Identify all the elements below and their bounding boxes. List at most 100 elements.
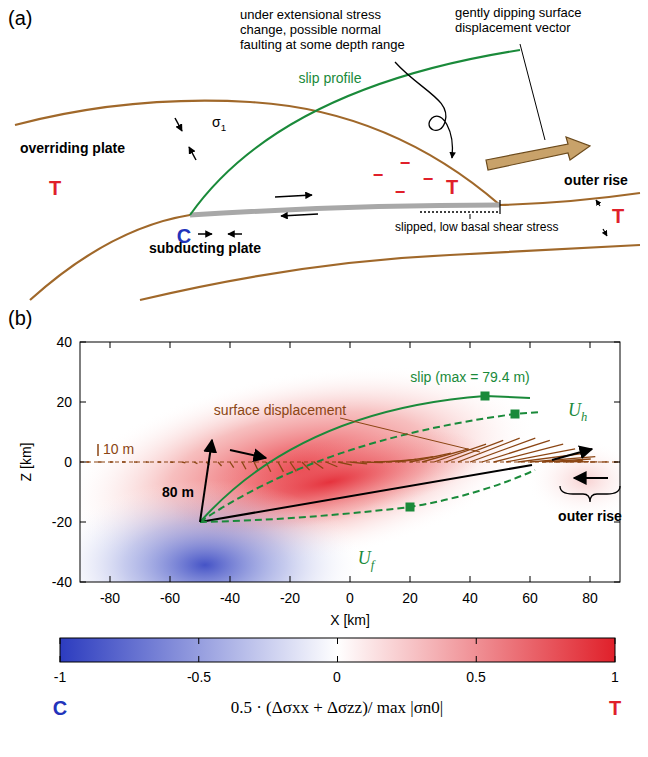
x-tick — [230, 576, 231, 582]
stress-sign: − — [423, 169, 434, 190]
z-tick — [614, 402, 620, 403]
axis-tick-label: 40 — [462, 590, 478, 606]
axis-title: Z [km] — [18, 443, 34, 482]
axis-tick-label: 80 — [582, 590, 598, 606]
colorbar-ticks — [60, 638, 615, 662]
surface-arrow — [230, 450, 266, 458]
tension-mark: T — [49, 177, 61, 200]
stress-sign: − — [400, 153, 411, 174]
tension-mark: T — [446, 176, 458, 199]
x-tick — [170, 342, 171, 348]
leader-line — [520, 44, 545, 140]
displacement-stick — [542, 459, 591, 462]
displacement-stick — [290, 462, 296, 471]
colorbar-tick — [60, 638, 61, 644]
displacement-stick — [218, 462, 222, 466]
displacement-sticks — [86, 438, 618, 472]
x-tick — [590, 576, 591, 582]
displacement-arrow — [486, 137, 590, 170]
z-tick — [80, 522, 86, 523]
displacement-stick — [134, 461, 137, 462]
displacement-stick — [578, 461, 589, 463]
scale-label: 10 m — [103, 441, 134, 457]
x-tick — [350, 576, 351, 582]
brace — [560, 486, 620, 502]
surface-arrow — [552, 449, 592, 460]
colorbar-title: 0.5 · (Δσxx + Δσzz)/ max |σn0| — [231, 698, 444, 718]
plate-label: subducting plate — [149, 240, 261, 256]
z-tick — [80, 342, 86, 343]
annotation: under extensional stress change, possibl… — [240, 8, 408, 53]
colorbar — [60, 638, 615, 662]
tension-mark: T — [609, 697, 621, 720]
x-tick — [590, 342, 591, 348]
max-marker — [511, 410, 520, 419]
fault-line — [200, 465, 532, 522]
stress-arrow — [189, 147, 196, 160]
compression-arrow — [198, 233, 212, 235]
segment-end — [499, 200, 500, 214]
slip-scale-arrow — [200, 440, 212, 522]
x-tick — [410, 342, 411, 348]
axis-tick-label: -20 — [52, 514, 72, 530]
displacement-stick — [146, 461, 149, 462]
x-tick — [290, 576, 291, 582]
outer-rise-arrow — [574, 477, 608, 479]
panel-letter: (a) — [8, 7, 32, 30]
x-tick — [230, 342, 231, 348]
shear-arrow — [275, 195, 312, 197]
displacement-stick — [194, 462, 197, 464]
displacement-stick — [158, 461, 161, 463]
x-tick — [470, 576, 471, 582]
axis-tick-label: 40 — [56, 334, 72, 350]
compression-region — [80, 480, 365, 582]
compression-mark: C — [53, 697, 67, 720]
z-tick — [614, 462, 620, 463]
displacement-stick — [110, 461, 113, 462]
axis-tick-label: -80 — [100, 590, 120, 606]
compression-arrow — [228, 233, 242, 235]
x-tick — [410, 576, 411, 582]
annotation: gently dipping surface displacement vect… — [455, 6, 615, 36]
curve-label: slip profile — [298, 70, 361, 86]
colorbar-tick — [337, 656, 338, 662]
tension-arrow — [603, 229, 607, 236]
colorbar-tick-label: 1 — [611, 669, 619, 685]
axis-tick-label: -40 — [220, 590, 240, 606]
displacement-stick — [170, 461, 173, 463]
shear-arrow — [281, 214, 318, 216]
curve-label: Uf — [358, 548, 375, 572]
stress-field-plot — [45, 333, 645, 662]
displacement-stick — [242, 462, 246, 469]
axis-ticks — [80, 342, 620, 582]
displacement-stick — [98, 461, 101, 462]
displacement-stick — [602, 461, 607, 462]
axis-tick-label: 20 — [402, 590, 418, 606]
x-tick — [470, 342, 471, 348]
panel-letter: (b) — [8, 307, 32, 330]
fault-plane — [190, 205, 500, 215]
displacement-stick — [182, 461, 185, 463]
displacement-stick — [590, 461, 597, 462]
scale-bar — [97, 444, 99, 456]
axis-tick-label: -40 — [52, 574, 72, 590]
x-tick — [110, 342, 111, 348]
displacement-stick — [122, 461, 125, 462]
colorbar-tick-label: -0.5 — [187, 669, 211, 685]
annotation: slipped, low basal shear stress — [395, 221, 558, 235]
stress-label: σ1 — [212, 114, 226, 133]
colorbar-tick — [198, 656, 199, 662]
colorbar-tick-label: 0 — [333, 669, 341, 685]
region-label: outer rise — [564, 172, 628, 188]
axis-tick-label: -60 — [160, 590, 180, 606]
uh-curve — [200, 412, 540, 522]
z-tick — [80, 462, 86, 463]
max-marker — [481, 392, 490, 401]
displacement-stick — [86, 461, 89, 462]
stress-arrow — [175, 118, 182, 131]
z-tick — [80, 582, 86, 583]
curve-label: slip (max = 79.4 m) — [410, 369, 529, 385]
slipped-segment — [420, 211, 500, 213]
